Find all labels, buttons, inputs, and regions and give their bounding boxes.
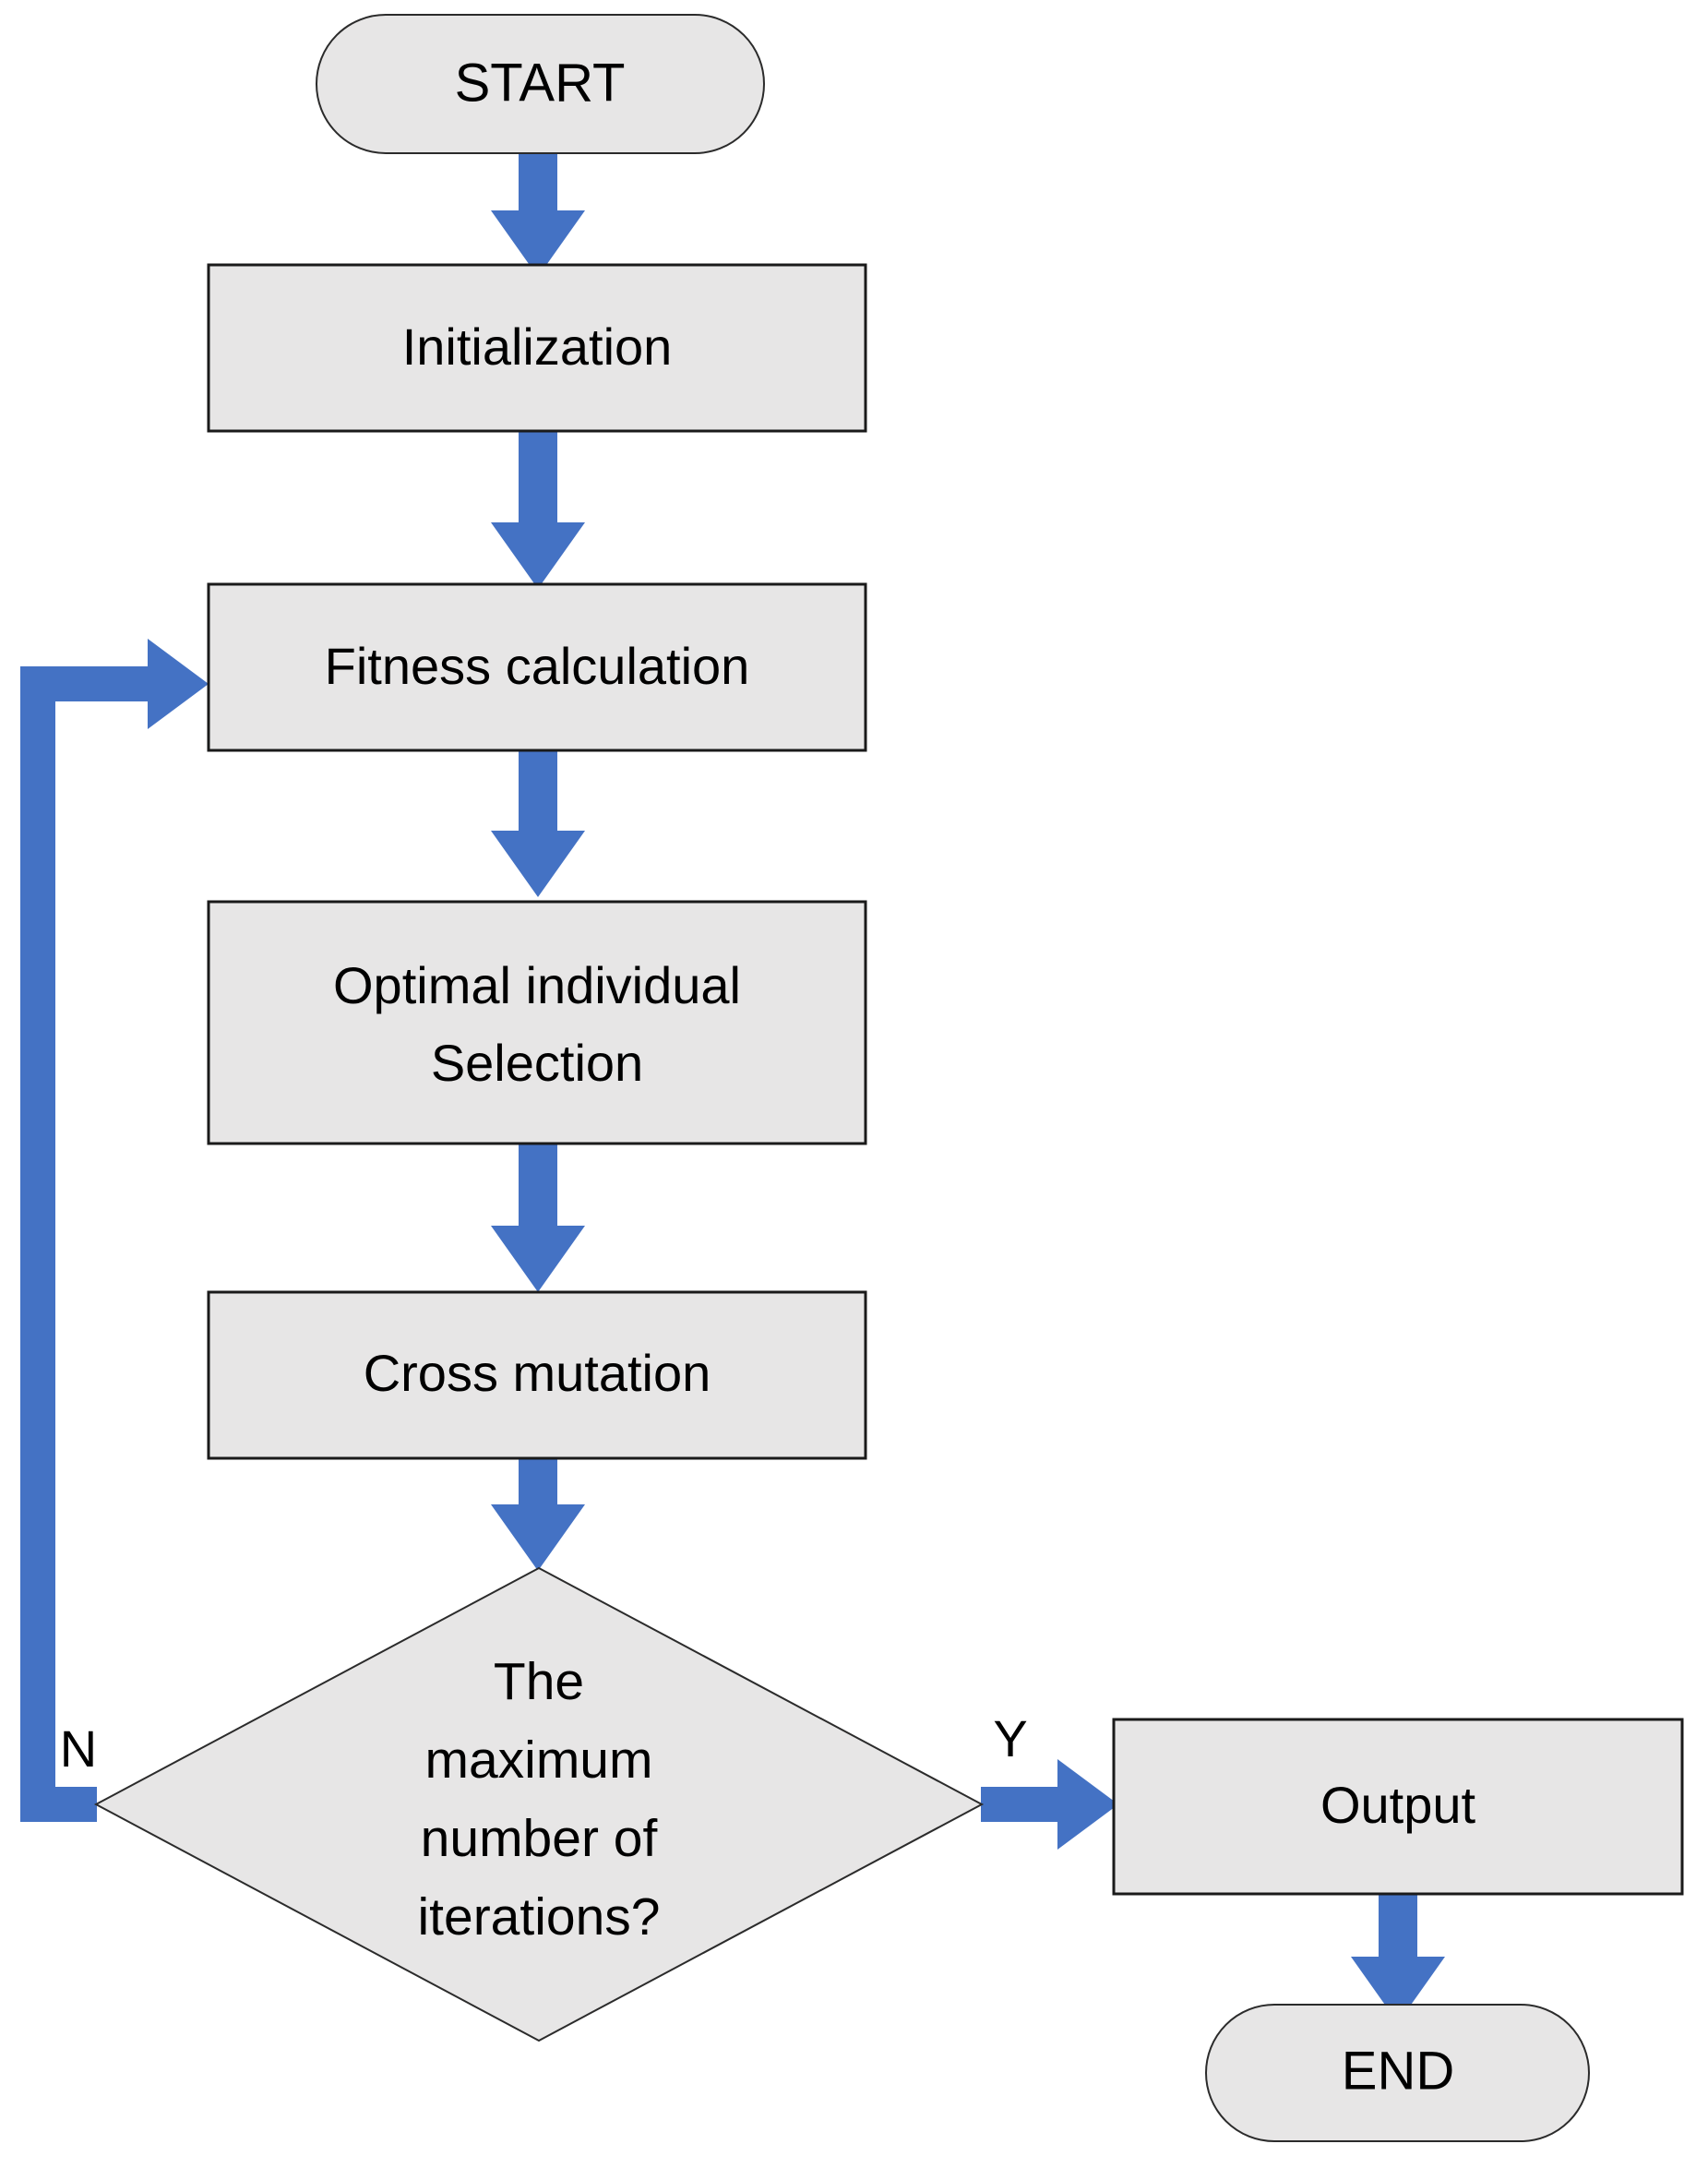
decision-label-line3: number of: [421, 1809, 658, 1868]
start-label: START: [455, 53, 626, 113]
selection-label-line2: Selection: [431, 1034, 643, 1092]
node-optimal-individual-selection[interactable]: Optimal individual Selection: [207, 900, 867, 1145]
end-label: END: [1342, 2041, 1454, 2101]
connector-output-to-end: [1351, 1894, 1445, 2023]
node-output[interactable]: Output: [1112, 1718, 1684, 1896]
node-initialization[interactable]: Initialization: [207, 263, 867, 433]
node-end[interactable]: END: [1205, 2004, 1590, 2142]
initialization-label: Initialization: [402, 317, 673, 376]
decision-label-line4: iterations?: [418, 1887, 661, 1946]
connector-decision-no-loop-to-fitness: [20, 639, 209, 1822]
initialization-shape: [207, 263, 867, 433]
fitness-label: Fitness calculation: [325, 637, 750, 695]
edge-label-no: N: [60, 1719, 97, 1778]
connector-selection-to-cross-mutation: [491, 1143, 585, 1292]
end-shape: [1205, 2004, 1590, 2142]
node-decision-max-iterations[interactable]: The maximum number of iterations?: [93, 1566, 985, 2042]
connector-cross-mutation-to-decision: [491, 1456, 585, 1571]
node-fitness-calculation[interactable]: Fitness calculation: [207, 582, 867, 752]
connector-initialization-to-fitness: [491, 430, 585, 589]
selection-shape: [207, 900, 867, 1145]
decision-shape: [93, 1566, 985, 2042]
connector-fitness-to-selection: [491, 749, 585, 897]
output-shape: [1112, 1718, 1684, 1896]
decision-label-line1: The: [494, 1652, 584, 1711]
node-start[interactable]: START: [316, 14, 765, 154]
node-cross-mutation[interactable]: Cross mutation: [207, 1290, 867, 1460]
connector-start-to-initialization: [491, 148, 585, 277]
edge-label-yes: Y: [993, 1709, 1027, 1767]
decision-label-line2: maximum: [424, 1731, 652, 1790]
connector-decision-yes-to-output: [981, 1759, 1118, 1850]
start-shape: [316, 14, 765, 154]
cross-mutation-shape: [207, 1290, 867, 1460]
cross-mutation-label: Cross mutation: [364, 1344, 711, 1402]
output-label: Output: [1320, 1776, 1476, 1834]
fitness-shape: [207, 582, 867, 752]
selection-label-line1: Optimal individual: [333, 956, 741, 1014]
